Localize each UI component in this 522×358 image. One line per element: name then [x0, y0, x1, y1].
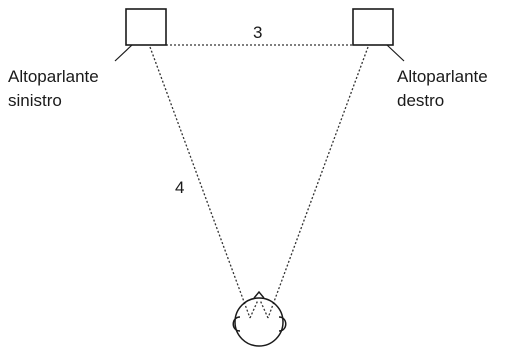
left-speaker-box-icon [125, 8, 167, 46]
right-speaker: Altoparlante destro [352, 8, 488, 110]
left-speaker-label-line2: sinistro [8, 91, 62, 110]
right-speaker-to-listener-line [267, 46, 369, 319]
right-speaker-label-line1: Altoparlante [397, 67, 488, 86]
left-speaker-to-listener-line [149, 46, 251, 319]
left-speaker: Altoparlante sinistro [8, 8, 167, 110]
listener-facing-line-left [249, 299, 259, 319]
listener-facing-line-right [259, 299, 269, 319]
guide-lines [149, 44, 369, 319]
right-speaker-label-line2: destro [397, 91, 444, 110]
distance-label-speaker-to-listener: 4 [175, 178, 184, 197]
left-speaker-leader-line [114, 44, 133, 62]
listener-head-outline [234, 297, 284, 347]
listener-head-icon [232, 290, 287, 347]
right-speaker-box-icon [352, 8, 394, 46]
right-speaker-leader-line [386, 44, 405, 62]
listener-nose-icon [253, 290, 265, 299]
distance-label-between-speakers: 3 [253, 23, 262, 42]
left-speaker-label-line1: Altoparlante [8, 67, 99, 86]
